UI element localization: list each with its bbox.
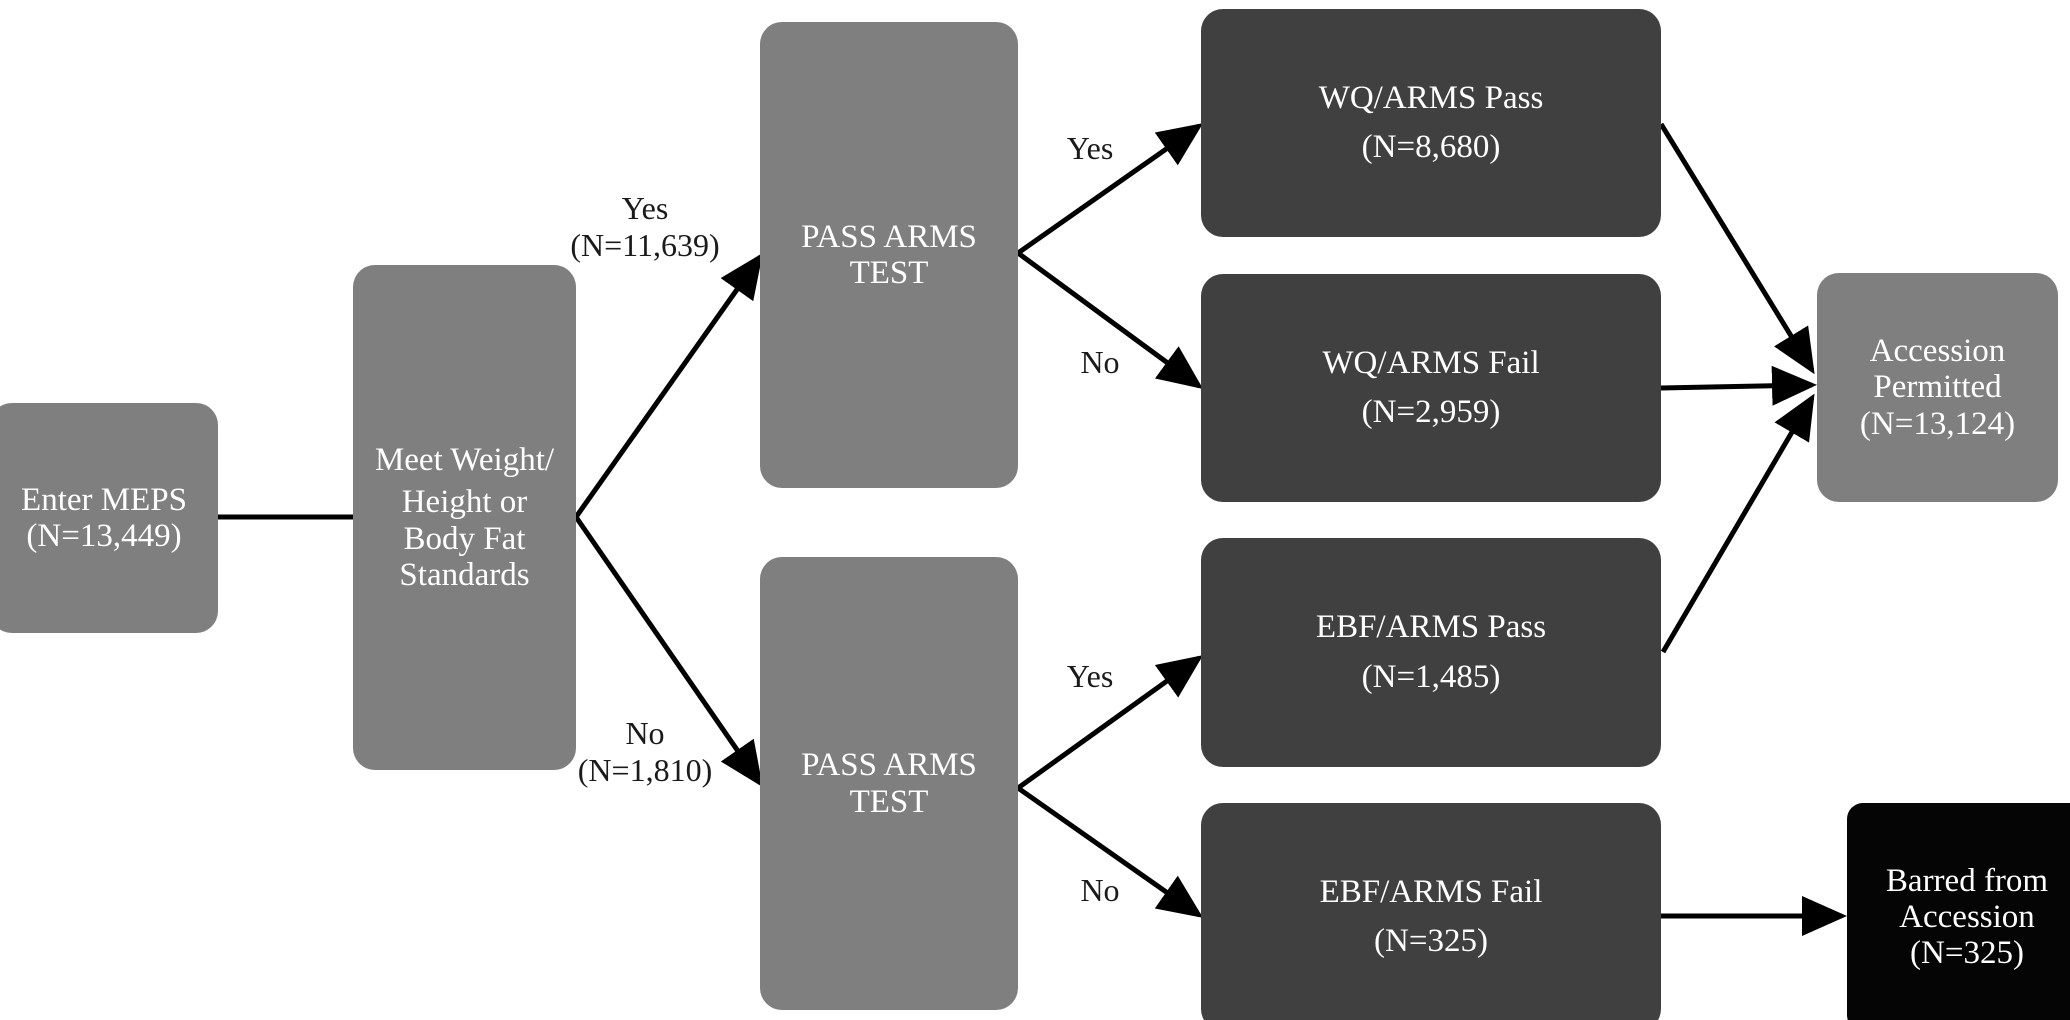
pass-arms-upper-line-2: TEST [849,255,929,291]
arrow-lower-test-to-ebf-fail [1016,785,1204,918]
arrow-ebf-pass-to-permitted [1660,393,1815,654]
wq-arms-fail-box: WQ/ARMS Fail (N=2,959) [1201,274,1661,502]
ebf-pass-label: EBF/ARMS Pass [1315,609,1547,645]
edge-label-standards-yes: Yes (N=11,639) [555,190,735,264]
pass-arms-test-upper-box: PASS ARMS TEST [760,22,1018,488]
standards-line-4: Standards [399,556,530,593]
enter-meps-label: Enter MEPS [21,481,187,518]
wq-fail-label: WQ/ARMS Fail [1322,344,1540,381]
barred-count: (N=325) [1910,935,2024,972]
standards-line-2: Height or [401,484,528,521]
standards-yes-count: (N=11,639) [570,226,720,263]
pass-arms-lower-line-1: PASS ARMS [801,747,977,784]
edge-label-upper-no: No [1080,344,1120,380]
ebf-pass-count: (N=1,485) [1361,658,1501,695]
arrow-lower-test-to-ebf-pass [1016,655,1204,791]
arrow-upper-test-to-wq-pass [1016,123,1204,256]
standards-decision-box: Meet Weight/ Height or Body Fat Standard… [353,265,576,770]
edge-label-standards-no: No (N=1,810) [555,715,735,789]
edge-label-lower-yes: Yes [1066,658,1114,694]
arrow-standards-to-lower-test [573,515,763,788]
standards-line-1: Meet Weight/ [374,441,555,478]
arrow-upper-test-to-wq-fail [1016,250,1204,389]
pass-arms-upper-line-1: PASS ARMS [801,218,977,255]
pass-arms-lower-line-2: TEST [849,783,929,820]
wq-pass-count: (N=8,680) [1361,129,1501,165]
enter-meps-box: Enter MEPS (N=13,449) [0,403,218,633]
wq-pass-label: WQ/ARMS Pass [1318,79,1544,116]
pass-arms-test-lower-box: PASS ARMS TEST [760,557,1018,1010]
accession-permitted-count: (N=13,124) [1859,405,2016,442]
edge-label-lower-no: No [1080,872,1120,908]
standards-line-3: Body Fat [403,520,526,557]
accession-permitted-box: Accession Permitted (N=13,124) [1817,273,2058,502]
accession-permitted-line-1: Accession [1869,333,2006,370]
enter-meps-count: (N=13,449) [26,518,182,554]
edge-label-upper-yes: Yes [1066,130,1114,166]
barred-line-2: Accession [1899,898,2035,935]
ebf-fail-count: (N=325) [1374,923,1488,959]
ebf-arms-fail-box: EBF/ARMS Fail (N=325) [1201,803,1661,1020]
standards-yes-text: Yes [621,190,669,226]
arrow-standards-to-upper-test [573,252,763,519]
wq-fail-count: (N=2,959) [1361,394,1501,430]
standards-no-text: No [625,715,665,751]
wq-arms-pass-box: WQ/ARMS Pass (N=8,680) [1201,9,1661,237]
ebf-fail-label: EBF/ARMS Fail [1319,873,1543,910]
barred-line-1: Barred from [1885,862,2049,899]
barred-from-accession-box: Barred from Accession (N=325) [1847,803,2070,1020]
accession-permitted-line-2: Permitted [1873,369,2002,406]
arrow-wq-fail-to-permitted [1660,365,1817,406]
arrow-wq-pass-to-permitted [1658,122,1815,375]
standards-no-count: (N=1,810) [577,751,713,788]
ebf-arms-pass-box: EBF/ARMS Pass (N=1,485) [1201,538,1661,767]
